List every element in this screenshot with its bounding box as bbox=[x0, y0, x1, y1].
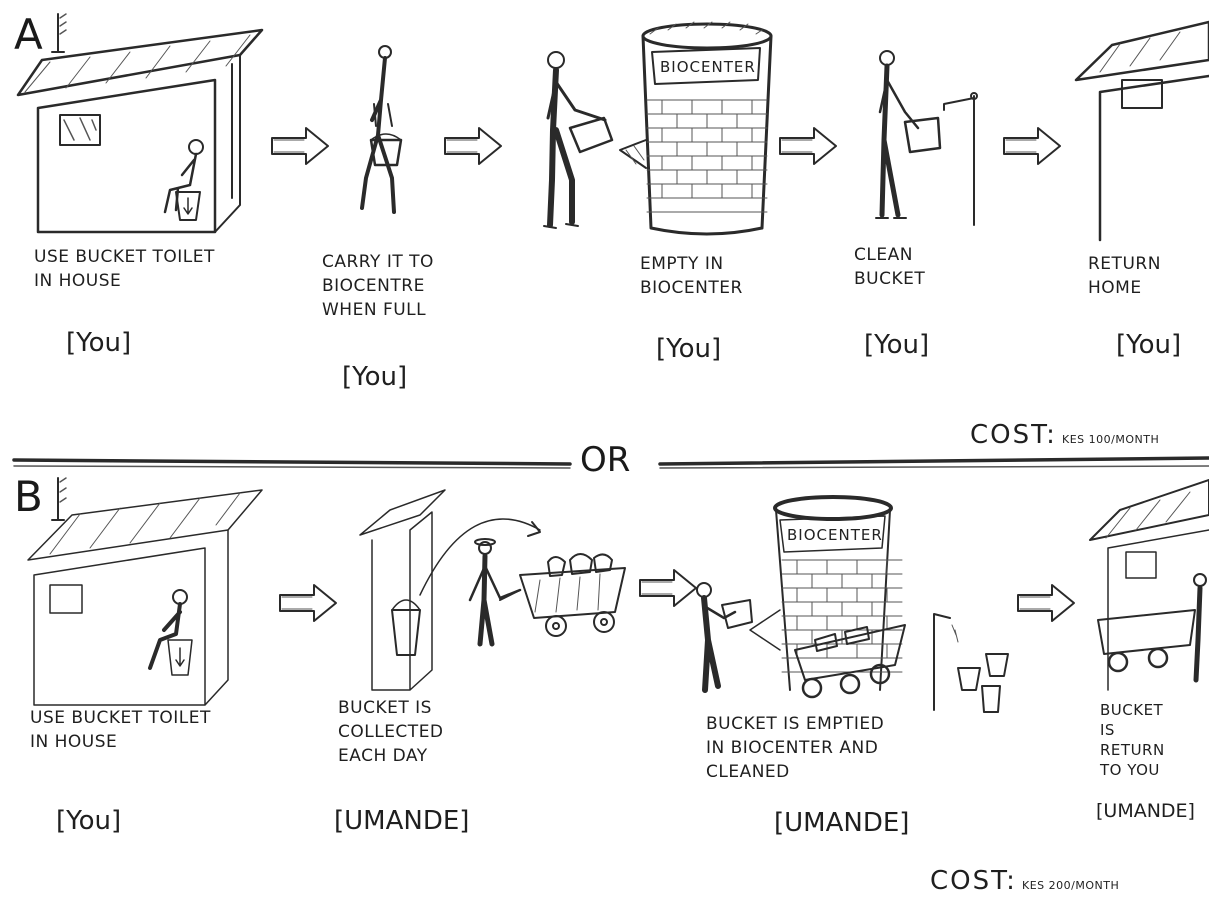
bucket-icon bbox=[722, 600, 752, 628]
arrow-right-icon bbox=[780, 128, 836, 164]
step-caption: BUCKET IS EMPTIED IN BIOCENTER AND CLEAN… bbox=[706, 712, 884, 784]
cost-value: KES 200/MONTH bbox=[1022, 879, 1119, 892]
arrow-right-icon bbox=[1018, 585, 1074, 621]
step-actor: [UMANDE] bbox=[1096, 800, 1195, 822]
bucket-icon bbox=[958, 654, 1008, 712]
step-actor: [You] bbox=[342, 362, 407, 392]
step-actor: [You] bbox=[864, 330, 929, 360]
step-caption: USE BUCKET TOILET IN HOUSE bbox=[34, 245, 215, 293]
bucket-icon bbox=[570, 118, 612, 152]
house-icon bbox=[18, 30, 262, 232]
arrow-right-icon bbox=[640, 570, 696, 606]
option-a-label: A bbox=[14, 10, 43, 59]
person-icon bbox=[1194, 574, 1206, 680]
cost-value: KES 100/MONTH bbox=[1062, 433, 1159, 446]
cost-label: COST: bbox=[970, 420, 1057, 450]
cart-icon bbox=[500, 554, 625, 636]
person-icon bbox=[470, 539, 520, 644]
step-caption: EMPTY IN BIOCENTER bbox=[640, 252, 743, 300]
house-icon bbox=[28, 490, 262, 705]
step-caption: CLEAN BUCKET bbox=[854, 243, 925, 291]
arrow-right-icon bbox=[280, 585, 336, 621]
option-a-cost: COST: KES 100/MONTH bbox=[970, 420, 1159, 450]
bucket-icon bbox=[168, 640, 192, 675]
person-icon bbox=[362, 46, 394, 212]
step-actor: [UMANDE] bbox=[334, 806, 469, 836]
step-caption: CARRY IT TO BIOCENTRE WHEN FULL bbox=[322, 250, 434, 322]
house-icon bbox=[1076, 22, 1209, 240]
option-b-label: B bbox=[14, 472, 43, 521]
person-icon bbox=[697, 583, 735, 690]
cost-label: COST: bbox=[930, 866, 1017, 896]
biocenter-sign: BIOCENTER bbox=[787, 526, 883, 544]
bucket-icon bbox=[905, 118, 940, 152]
person-icon bbox=[165, 140, 203, 212]
water-tap-icon bbox=[944, 93, 977, 225]
biocenter-tower-icon: BIOCENTER bbox=[750, 497, 902, 690]
water-tap-icon bbox=[934, 614, 958, 710]
step-actor: [You] bbox=[1116, 330, 1181, 360]
bucket-icon bbox=[176, 192, 200, 220]
arrow-right-icon bbox=[445, 128, 501, 164]
arrow-right-icon bbox=[272, 128, 328, 164]
step-actor: [You] bbox=[66, 328, 131, 358]
biocenter-sign: BIOCENTER bbox=[660, 58, 756, 76]
house-icon bbox=[360, 490, 445, 690]
step-actor: [You] bbox=[56, 806, 121, 836]
step-actor: [You] bbox=[656, 334, 721, 364]
bucket-icon bbox=[392, 600, 420, 655]
separator-or: OR bbox=[576, 440, 634, 480]
biocenter-tower-icon: BIOCENTER bbox=[620, 22, 771, 234]
arrow-right-icon bbox=[1004, 128, 1060, 164]
step-caption: BUCKET IS RETURN TO YOU bbox=[1100, 700, 1165, 780]
person-icon bbox=[876, 51, 918, 218]
step-caption: BUCKET IS COLLECTED EACH DAY bbox=[338, 696, 444, 768]
step-actor: [UMANDE] bbox=[774, 808, 909, 838]
step-caption: USE BUCKET TOILET IN HOUSE bbox=[30, 706, 211, 754]
cart-icon bbox=[1098, 610, 1195, 671]
step-caption: RETURN HOME bbox=[1088, 252, 1161, 300]
person-icon bbox=[150, 590, 187, 668]
option-b-cost: COST: KES 200/MONTH bbox=[930, 866, 1119, 896]
